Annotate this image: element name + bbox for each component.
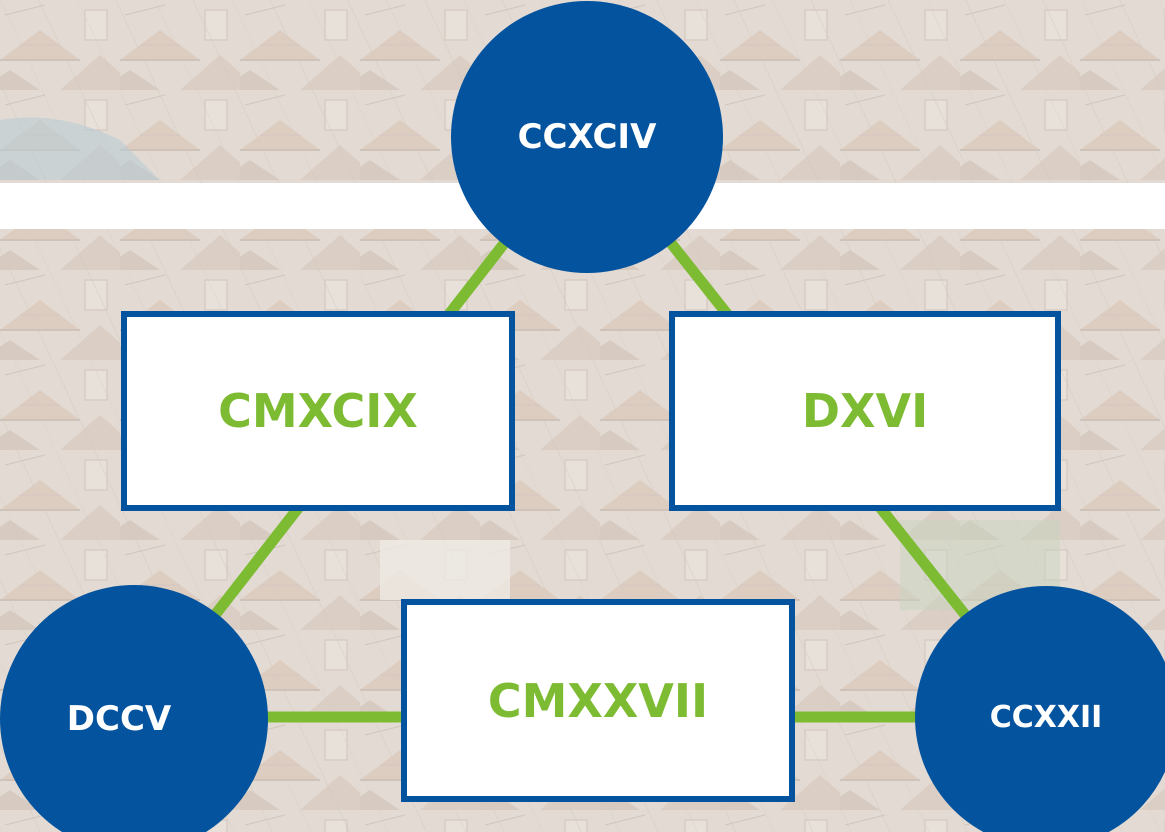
edge-label-box-left: CMXCIX <box>121 311 515 511</box>
node-bottom-right: CCXXII <box>915 586 1165 832</box>
edge-right-label: DXVI <box>801 384 929 438</box>
edge-label-box-right: DXVI <box>669 311 1061 511</box>
edge-label-box-bottom: CMXXVII <box>401 599 795 802</box>
node-bottom-left: DCCV <box>0 585 268 832</box>
node-top-label: CCXCIV <box>517 117 657 157</box>
node-top: CCXCIV <box>451 1 723 273</box>
node-right-label: CCXXII <box>989 699 1103 735</box>
node-left-label: DCCV <box>66 699 172 739</box>
edge-bottom-label: CMXXVII <box>487 673 709 728</box>
edge-left-label: CMXCIX <box>218 384 418 438</box>
